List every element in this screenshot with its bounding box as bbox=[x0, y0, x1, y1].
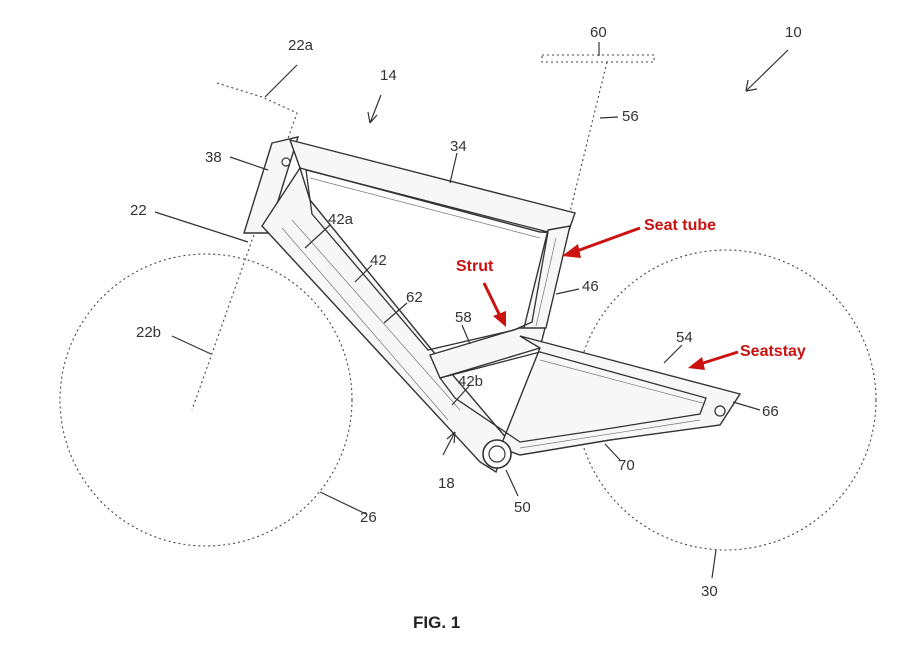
leader-22 bbox=[154, 211, 249, 243]
leader-62 bbox=[383, 302, 408, 324]
leader-30 bbox=[711, 549, 717, 579]
ref-label-30: 30 bbox=[701, 583, 718, 600]
seat-tube-axis-line bbox=[565, 61, 608, 229]
ref-label-10: 10 bbox=[785, 24, 802, 41]
frame-body bbox=[243, 136, 742, 474]
leader-42b bbox=[451, 384, 471, 406]
rear-dropout bbox=[714, 405, 726, 417]
ref-label-54: 54 bbox=[676, 329, 693, 346]
leader-34 bbox=[449, 152, 458, 184]
ref-label-46: 46 bbox=[582, 278, 599, 295]
leader-46 bbox=[555, 288, 580, 295]
leader-58 bbox=[461, 324, 471, 345]
callout-seat-tube: Seat tube bbox=[644, 217, 716, 234]
ref-label-42b: 42b bbox=[458, 373, 483, 390]
pointer-arrow-18 bbox=[442, 431, 456, 456]
figure-caption: FIG. 1 bbox=[413, 613, 460, 632]
leader-50 bbox=[505, 469, 519, 497]
leader-54 bbox=[663, 344, 683, 364]
ref-label-56: 56 bbox=[622, 108, 639, 125]
pointer-arrow-10 bbox=[745, 49, 789, 92]
leader-42a bbox=[304, 224, 331, 249]
ref-label-42a: 42a bbox=[328, 211, 354, 228]
leader-22a bbox=[264, 64, 298, 98]
pointer-arrow-14 bbox=[367, 94, 382, 124]
leader-22b bbox=[171, 335, 212, 355]
steering-axis-line bbox=[191, 82, 298, 411]
leader-26 bbox=[319, 491, 367, 515]
ref-label-42: 42 bbox=[370, 252, 387, 269]
head-tube-bolt bbox=[281, 157, 291, 167]
saddle-outline bbox=[541, 54, 655, 63]
ref-label-22a: 22a bbox=[288, 37, 314, 54]
ref-label-38: 38 bbox=[205, 149, 222, 166]
callout-seatstay: Seatstay bbox=[740, 343, 806, 360]
leader-56 bbox=[599, 116, 619, 119]
bottom-bracket-inner bbox=[488, 445, 506, 463]
seatstay-callout-arrow bbox=[688, 350, 739, 370]
leader-66 bbox=[732, 401, 761, 411]
ref-label-14: 14 bbox=[380, 67, 397, 84]
ref-label-62: 62 bbox=[406, 289, 423, 306]
callout-strut: Strut bbox=[456, 258, 494, 275]
ref-label-26: 26 bbox=[360, 509, 377, 526]
leader-70 bbox=[604, 443, 621, 461]
leader-38 bbox=[229, 156, 269, 171]
seat-tube-callout-arrow bbox=[562, 226, 641, 258]
ref-label-22: 22 bbox=[130, 202, 147, 219]
ref-label-18: 18 bbox=[438, 475, 455, 492]
ref-label-60: 60 bbox=[590, 24, 607, 41]
front-wheel-outline bbox=[59, 253, 353, 547]
ref-label-70: 70 bbox=[618, 457, 635, 474]
leader-42 bbox=[354, 264, 373, 283]
ref-label-58: 58 bbox=[455, 309, 472, 326]
ref-label-66: 66 bbox=[762, 403, 779, 420]
ref-label-50: 50 bbox=[514, 499, 531, 516]
ref-label-22b: 22b bbox=[136, 324, 161, 341]
strut-callout-arrow bbox=[482, 282, 506, 327]
ref-label-34: 34 bbox=[450, 138, 467, 155]
